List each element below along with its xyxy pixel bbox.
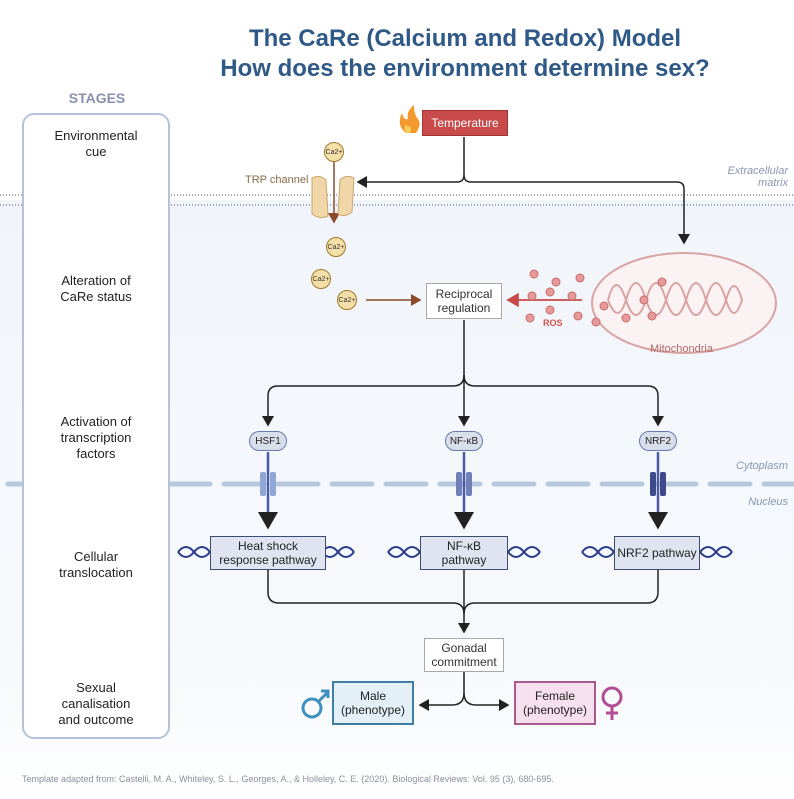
temperature-node: Temperature <box>422 110 508 136</box>
stage-environmental-cue: Environmental cue <box>54 128 138 159</box>
male-symbol-icon <box>301 689 330 719</box>
tf-hsf1: HSF1 <box>249 431 287 451</box>
stages-panel <box>22 113 170 739</box>
heat-shock-pathway-node: Heat shock response pathway <box>210 536 326 570</box>
nrf2-pathway-node: NRF2 pathway <box>614 536 700 570</box>
flame-icon <box>399 105 420 133</box>
gonadal-commitment-node: Gonadal commitment <box>424 638 504 672</box>
stage-transcription-factors: Activation of transcription factors <box>60 414 132 461</box>
mitochondria-icon <box>591 252 777 354</box>
stage-cellular-translocation: Cellular translocation <box>59 549 133 580</box>
title-line-2: How does the environment determine sex? <box>220 55 710 82</box>
calcium-ion: Ca2+ <box>326 237 346 257</box>
stage-care-status: Alteration of CaRe status <box>60 273 132 304</box>
trp-channel-icon <box>311 175 355 219</box>
tf-nfkb: NF-κB <box>445 431 483 451</box>
trp-channel-label: TRP channel <box>245 174 309 186</box>
region-cytoplasm: Cytoplasm <box>736 460 788 472</box>
region-extracellular: Extracellular matrix <box>727 165 788 189</box>
calcium-ion: Ca2+ <box>324 142 344 162</box>
mitochondria-label: Mitochondria <box>650 343 713 355</box>
reciprocal-regulation-node: Reciprocal regulation <box>426 283 502 319</box>
calcium-ion: Ca2+ <box>311 269 331 289</box>
nfkb-pathway-node: NF-κB pathway <box>420 536 508 570</box>
female-phenotype-node: Female (phenotype) <box>514 681 596 725</box>
tf-nrf2: NRF2 <box>639 431 677 451</box>
dna-helix-icon <box>177 546 733 558</box>
nuclear-pore-icon <box>260 472 666 496</box>
title-line-1: The CaRe (Calcium and Redox) Model <box>248 25 682 52</box>
region-nucleus: Nucleus <box>748 496 788 508</box>
citation: Template adapted from: Castelli, M. A., … <box>22 774 554 784</box>
male-phenotype-node: Male (phenotype) <box>332 681 414 725</box>
calcium-ion: Ca2+ <box>337 290 357 310</box>
ros-label: ROS <box>543 318 563 328</box>
ros-particles <box>525 269 667 327</box>
stages-heading: STAGES <box>68 90 126 106</box>
female-symbol-icon <box>601 686 623 720</box>
stage-sexual-canalisation: Sexual canalisation and outcome <box>58 680 134 727</box>
